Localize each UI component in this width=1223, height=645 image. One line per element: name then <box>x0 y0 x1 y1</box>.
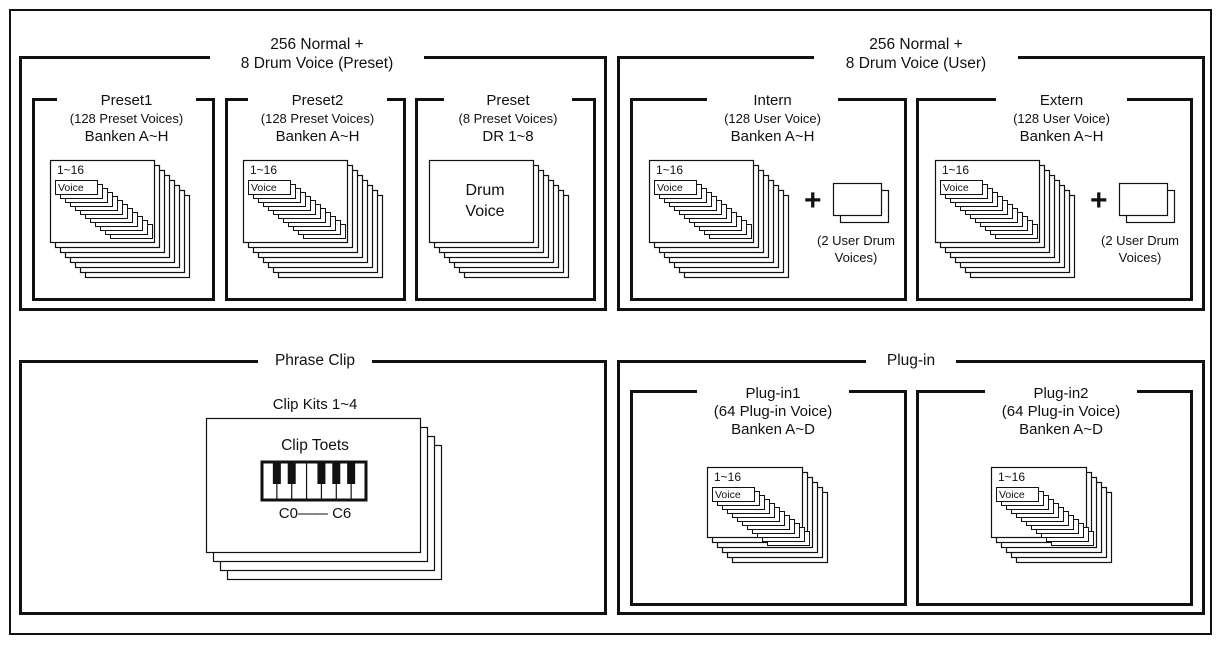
voice-tag-label: Voice <box>657 182 683 194</box>
user-drum-card <box>1118 182 1169 217</box>
bank-name: Intern <box>753 92 792 109</box>
bank-range: Banken A~H <box>84 128 169 145</box>
clip-kits-label: Clip Kits 1~4 <box>272 396 358 413</box>
bank-desc: (128 Preset Voices) <box>69 111 184 126</box>
bank-name: Preset1 <box>100 92 153 109</box>
bank-desc: (128 User Voice) <box>724 111 821 126</box>
bank-desc: (64 Plug-in Voice) <box>713 403 833 420</box>
voice-range-label: 1~16 <box>714 470 741 484</box>
plus-icon: + <box>804 184 822 217</box>
bank-desc: (128 Preset Voices) <box>260 111 375 126</box>
user-group-title: 256 Normal + 8 Drum Voice (User) <box>814 35 1018 73</box>
voice-card <box>55 180 98 195</box>
voice-range-label: 1~16 <box>250 163 277 177</box>
black-key <box>287 462 296 484</box>
plus-icon: + <box>1090 184 1108 217</box>
voice-tag-label: Voice <box>715 489 741 501</box>
plugin-group-title: Plug-in <box>866 351 956 370</box>
drum-voice-page <box>428 159 535 244</box>
voice-tag-label: Voice <box>999 489 1025 501</box>
phrase-clip-title: Phrase Clip <box>258 351 372 370</box>
voice-range-label: 1~16 <box>942 163 969 177</box>
voice-card <box>940 180 983 195</box>
voice-range-label: 1~16 <box>656 163 683 177</box>
black-key <box>272 462 281 484</box>
bank-desc: (8 Preset Voices) <box>458 111 558 126</box>
bank-desc: (128 User Voice) <box>1013 111 1110 126</box>
user-drum-card <box>832 182 883 217</box>
bank-name: Plug-in2 <box>1033 385 1089 402</box>
user-drum-voices-label: (2 User Drum Voices) <box>816 233 895 265</box>
voice-range-label: 1~16 <box>998 470 1025 484</box>
voice-card <box>248 180 291 195</box>
user-drum-voices-label: (2 User Drum Voices) <box>1100 233 1179 265</box>
clip-keys-label: Clip Toets <box>281 437 349 454</box>
voice-card <box>996 487 1039 502</box>
bank-desc: (64 Plug-in Voice) <box>1001 403 1121 420</box>
voice-range-label: 1~16 <box>57 163 84 177</box>
bank-name: Extern <box>1039 92 1084 109</box>
preset-group-title: 256 Normal + 8 Drum Voice (Preset) <box>210 35 424 73</box>
voice-card <box>654 180 697 195</box>
black-key <box>347 462 356 484</box>
voice-card <box>712 487 755 502</box>
clip-range-label: C0—— C6 <box>278 505 352 522</box>
black-key <box>317 462 326 484</box>
voice-tag-label: Voice <box>943 182 969 194</box>
bank-range: Banken A~H <box>275 128 360 145</box>
bank-name: Plug-in1 <box>745 385 801 402</box>
bank-range: Banken A~H <box>1019 128 1104 145</box>
voice-tag-label: Voice <box>251 182 277 194</box>
drum-voice-label: Drum Voice <box>465 182 505 220</box>
diagram-frame <box>9 9 1212 635</box>
bank-range: Banken A~D <box>731 421 815 438</box>
bank-name: Preset <box>486 92 530 109</box>
black-key <box>332 462 341 484</box>
bank-range: DR 1~8 <box>482 128 534 145</box>
bank-name: Preset2 <box>291 92 344 109</box>
bank-range: Banken A~H <box>730 128 815 145</box>
voice-tag-label: Voice <box>58 182 84 194</box>
bank-range: Banken A~D <box>1019 421 1103 438</box>
